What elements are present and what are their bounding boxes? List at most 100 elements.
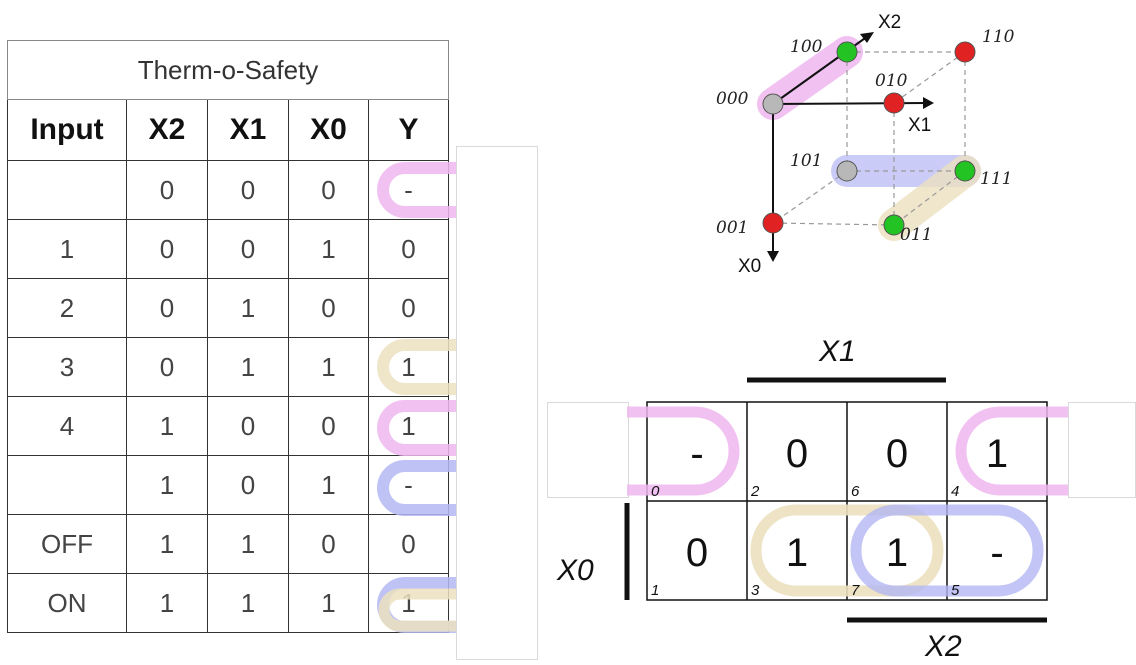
cell-x1: 0 — [207, 160, 289, 220]
header-x2: X2 — [126, 99, 208, 161]
header-x1: X1 — [207, 99, 289, 161]
kmap-blue-loop — [850, 504, 1044, 597]
kmap-cell-value: 0 — [686, 531, 708, 575]
kmap-pink-loop-left — [627, 406, 740, 496]
cell-x2: 1 — [126, 396, 208, 456]
vertex-100 — [836, 41, 858, 63]
cell-x2: 1 — [126, 514, 208, 574]
cell-input — [7, 160, 127, 220]
cell-y: 0 — [368, 514, 449, 574]
vertex-label-101: 101 — [790, 151, 822, 171]
table-row: 4 1 0 0 1 — [7, 396, 449, 456]
vertex-label-010: 010 — [875, 71, 908, 91]
cell-x2: 0 — [126, 337, 208, 397]
vertex-001 — [762, 212, 784, 234]
cell-x1: 1 — [207, 573, 289, 633]
kmap-cell-value: 0 — [886, 432, 908, 476]
arrowhead-x0 — [767, 251, 779, 262]
kmap-cell-value: 1 — [986, 432, 1008, 476]
arrowhead-x1 — [923, 97, 934, 109]
vertex-label-110: 110 — [982, 27, 1015, 47]
cell-x1: 0 — [207, 219, 289, 279]
cell-y: 0 — [368, 278, 449, 338]
cube-dashed-edges — [772, 51, 966, 226]
cell-x0: 1 — [288, 219, 369, 279]
header-input: Input — [7, 99, 127, 161]
table-row: ON 1 1 1 1 — [7, 573, 449, 633]
kmap-cell-value: - — [690, 432, 703, 476]
kmap-var-x2: X2 — [924, 630, 962, 663]
cell-x1: 1 — [207, 278, 289, 338]
cell-y: 1 — [368, 337, 449, 397]
kmap-cell-value: - — [990, 531, 1003, 575]
kmap-right-box — [1068, 402, 1136, 498]
cell-y: 0 — [368, 219, 449, 279]
kmap-cell-index: 4 — [951, 483, 959, 500]
vertex-label-001: 001 — [716, 218, 748, 238]
kmap-cell-index: 3 — [751, 582, 760, 599]
cell-x2: 1 — [126, 573, 208, 633]
cell-x0: 1 — [288, 337, 369, 397]
cell-x0: 0 — [288, 278, 369, 338]
cell-input: 1 — [7, 219, 127, 279]
cell-y: - — [368, 160, 449, 220]
axis-label-x2: X2 — [878, 12, 901, 33]
kmap-var-x0: X0 — [556, 554, 594, 587]
cell-x1: 1 — [207, 337, 289, 397]
axis-label-x1: X1 — [908, 115, 931, 136]
cell-x1: 0 — [207, 396, 289, 456]
cell-x0: 1 — [288, 573, 369, 633]
cell-input: 4 — [7, 396, 127, 456]
vertex-label-011: 011 — [900, 225, 932, 245]
kmap-cell-value: 1 — [886, 531, 908, 575]
vertex-101 — [836, 160, 858, 182]
kmap-left-box — [547, 402, 629, 498]
header-y: Y — [368, 99, 449, 161]
cell-x2: 1 — [126, 455, 208, 515]
cell-x0: 0 — [288, 514, 369, 574]
cell-x2: 0 — [126, 160, 208, 220]
table-row: 0 0 0 - — [7, 160, 449, 220]
truth-table: Therm-o-Safety Input X2 X1 X0 Y 0 0 0 - … — [7, 40, 449, 633]
kmap-cell-value: 0 — [786, 432, 808, 476]
kmap-var-x1: X1 — [818, 335, 856, 368]
kmap-pink-loop-right — [955, 406, 1068, 496]
cell-y: 1 — [368, 396, 449, 456]
header-x0: X0 — [288, 99, 369, 161]
table-row: 1 0 1 - — [7, 455, 449, 515]
kmap-cell-index: 6 — [851, 483, 860, 500]
cell-input: 2 — [7, 278, 127, 338]
kmap-cell-index: 5 — [951, 582, 960, 599]
kmap-cell-index: 0 — [651, 483, 660, 500]
table-title: Therm-o-Safety — [7, 40, 449, 100]
table-row: OFF 1 1 0 0 — [7, 514, 449, 574]
cell-input — [7, 455, 127, 515]
kmap-grid — [646, 401, 1048, 601]
cell-y: 1 — [368, 573, 449, 633]
cell-x2: 0 — [126, 278, 208, 338]
hypercube-diagram: X2 X1 X0 000 100 110 010 101 111 001 011 — [716, 12, 1015, 277]
cell-x0: 0 — [288, 396, 369, 456]
table-row: 1 0 0 1 0 — [7, 219, 449, 279]
cell-x0: 0 — [288, 160, 369, 220]
vertex-010 — [883, 92, 905, 114]
cell-input: ON — [7, 573, 127, 633]
table-row: 2 0 1 0 0 — [7, 278, 449, 338]
cell-x1: 1 — [207, 514, 289, 574]
kmap-tan-loop — [750, 504, 944, 597]
kmap-cell-index: 7 — [851, 582, 860, 599]
cell-input: OFF — [7, 514, 127, 574]
cell-input: 3 — [7, 337, 127, 397]
vertex-111 — [954, 160, 976, 182]
vertex-label-111: 111 — [980, 169, 1012, 189]
table-side-box — [456, 146, 538, 660]
cell-x0: 1 — [288, 455, 369, 515]
cube-vertices — [762, 41, 976, 236]
table-row: 3 0 1 1 1 — [7, 337, 449, 397]
cell-y: - — [368, 455, 449, 515]
kmap-cell-index: 2 — [750, 483, 760, 500]
arrowhead-x2 — [860, 32, 874, 43]
cell-x1: 0 — [207, 455, 289, 515]
kmap-cell-index: 1 — [651, 582, 659, 599]
cell-x2: 0 — [126, 219, 208, 279]
